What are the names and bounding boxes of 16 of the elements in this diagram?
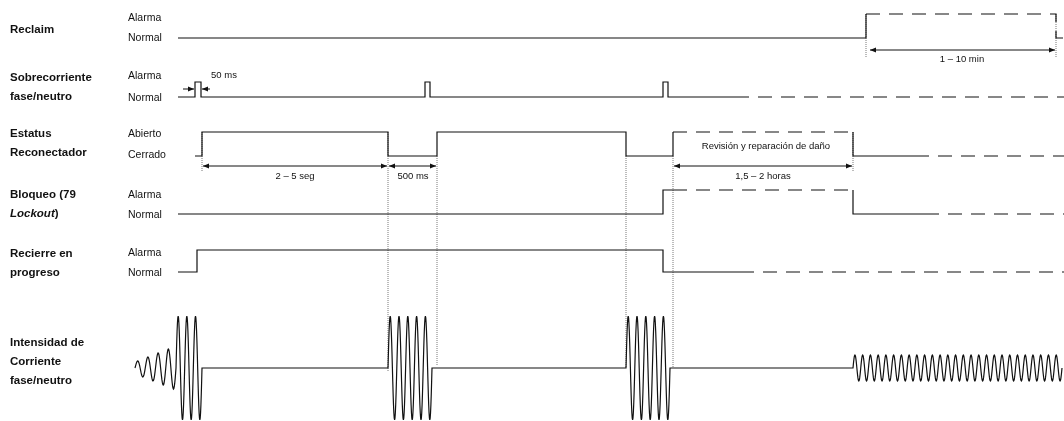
state-label: Alarma: [128, 187, 163, 201]
state-label: Normal: [128, 265, 163, 279]
signal-name: Estatus Reconectador: [10, 126, 88, 160]
state-label: Normal: [128, 207, 163, 221]
signal-name: Reclaim: [10, 22, 56, 37]
state-label: Alarma: [128, 68, 163, 82]
state-label: Normal: [128, 30, 163, 44]
signal-name: Recierre en progreso: [10, 246, 74, 280]
state-label: Alarma: [128, 10, 163, 24]
signal-name: Intensidad de Corriente fase/neutro: [10, 335, 86, 388]
signal-name: Sobrecorriente fase/neutro: [10, 70, 93, 104]
signal-name: Bloqueo (79 Lockout): [10, 187, 77, 221]
state-label: Abierto: [128, 126, 163, 140]
state-label: Alarma: [128, 245, 163, 259]
state-label: Normal: [128, 90, 163, 104]
state-label: Cerrado: [128, 147, 167, 161]
